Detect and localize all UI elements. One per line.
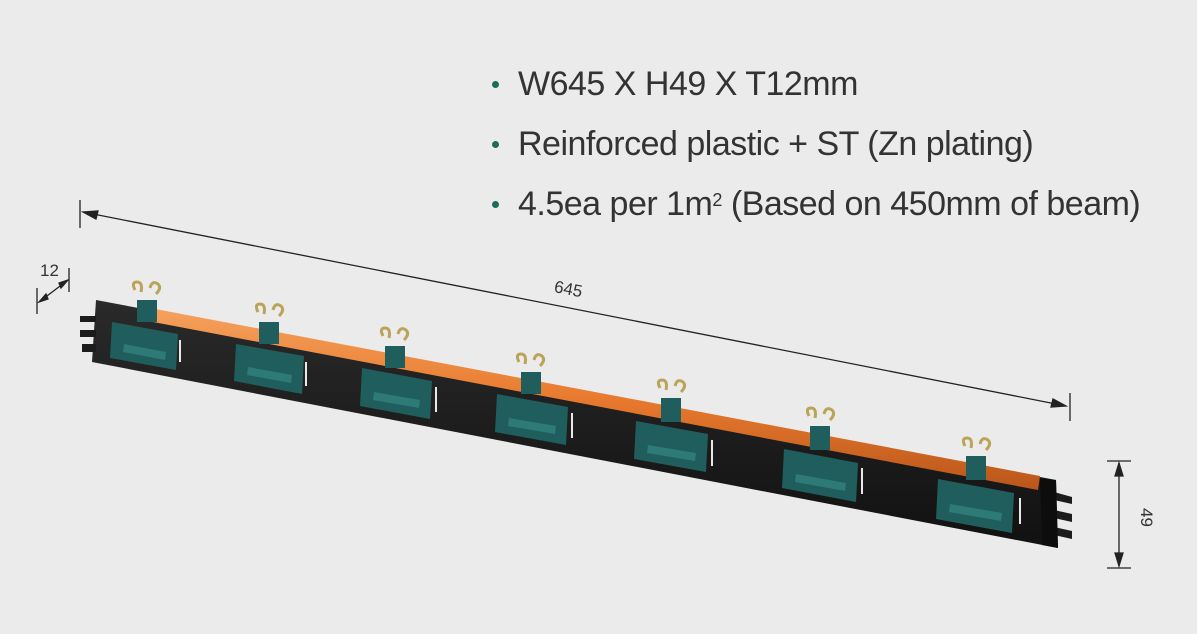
clip: [634, 378, 708, 472]
spec-text-dimensions: W645 X H49 X T12mm: [518, 65, 858, 103]
height-label: 49: [1137, 508, 1156, 527]
clip: [936, 436, 1014, 533]
quantity-text: 4.5ea per 1m: [518, 185, 713, 223]
spec-item-dimensions: W645 X H49 X T12mm: [490, 60, 1140, 120]
length-dimension: [79, 200, 1071, 421]
bus-bar-image: [80, 280, 1072, 548]
square-superscript: 2: [712, 190, 722, 210]
thickness-label: 12: [40, 261, 59, 280]
quantity-note: (Based on 450mm of beam): [721, 185, 1141, 223]
thickness-dimension: [36, 268, 71, 314]
spec-text-material: Reinforced plastic + ST (Zn plating): [518, 125, 1034, 163]
bullet-icon: [492, 201, 499, 208]
bullet-icon: [492, 81, 499, 88]
length-label: 645: [553, 277, 584, 301]
clip: [110, 280, 178, 370]
clip: [782, 406, 858, 502]
spec-item-quantity: 4.5ea per 1m2 (Based on 450mm of beam): [490, 180, 1141, 240]
bullet-icon: [492, 141, 499, 148]
spec-item-material: Reinforced plastic + ST (Zn plating): [490, 120, 1140, 180]
clip: [234, 302, 304, 394]
spec-list: W645 X H49 X T12mm Reinforced plastic + …: [490, 60, 1141, 240]
height-dimension: [1107, 460, 1131, 569]
spec-text-quantity: 4.5ea per 1m2 (Based on 450mm of beam): [518, 185, 1141, 223]
clip: [495, 352, 568, 445]
clip: [360, 326, 432, 419]
